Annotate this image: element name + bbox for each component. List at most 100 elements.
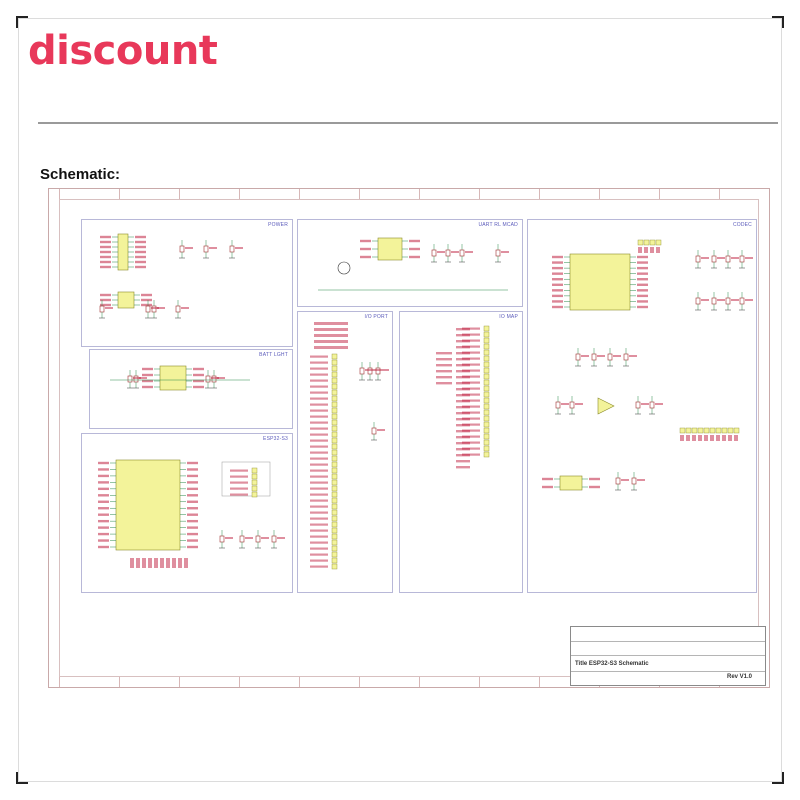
block-uart: UART RL MCAD	[297, 219, 523, 307]
net-label	[456, 394, 470, 397]
corner-mark-bottom-left	[16, 772, 28, 784]
ref-label	[365, 369, 373, 371]
passive-body	[739, 297, 745, 305]
header-pin	[331, 467, 338, 474]
net-label	[314, 334, 348, 337]
header-pin	[331, 545, 338, 552]
net-label	[462, 381, 480, 384]
passive-body	[179, 245, 185, 253]
net-label	[310, 553, 328, 556]
net-label	[637, 283, 648, 286]
ref-label	[641, 403, 649, 405]
passive-body	[219, 535, 225, 543]
net-label	[552, 283, 563, 286]
net-label	[692, 435, 696, 441]
header-pin	[331, 395, 338, 402]
passive-body	[495, 249, 501, 257]
net-label	[638, 247, 642, 253]
net-label	[456, 454, 470, 457]
net-label	[310, 451, 328, 454]
net-label	[310, 409, 328, 412]
net-label	[310, 487, 328, 490]
net-label	[456, 370, 470, 373]
net-label	[456, 412, 470, 415]
net-label	[310, 445, 328, 448]
transistor-symbol	[337, 261, 351, 275]
sheet-border	[59, 199, 759, 677]
net-label	[98, 487, 109, 491]
net-label	[98, 481, 109, 484]
net-label	[456, 436, 470, 439]
net-label	[409, 239, 420, 243]
header-pin	[483, 421, 490, 428]
net-label	[462, 429, 480, 432]
ref-label	[745, 299, 753, 301]
ref-label	[717, 299, 725, 301]
net-label	[310, 559, 328, 562]
header-pin	[483, 355, 490, 362]
net-label	[716, 435, 720, 441]
net-label	[456, 340, 470, 343]
corner-mark-top-left	[16, 16, 28, 28]
net-label	[310, 505, 328, 508]
net-label	[462, 447, 480, 450]
net-label	[436, 376, 452, 379]
net-label	[462, 375, 480, 378]
header-pin	[721, 427, 728, 434]
header-pin	[697, 427, 704, 434]
net-label	[456, 376, 470, 379]
net-label	[462, 441, 480, 444]
net-label	[187, 461, 198, 465]
header-pin	[483, 439, 490, 446]
header-pin	[331, 497, 338, 504]
net-label	[680, 435, 684, 441]
net-label	[310, 367, 328, 370]
passive-body	[695, 297, 701, 305]
net-label	[360, 239, 371, 243]
net-label	[187, 532, 198, 536]
net-label	[98, 539, 109, 542]
ref-label	[731, 257, 739, 259]
header-pin	[709, 427, 716, 434]
header-pin	[331, 419, 338, 426]
header-pin	[251, 479, 258, 486]
net-label	[193, 367, 204, 371]
block-title: I/O PORT	[364, 314, 388, 320]
net-label	[552, 255, 563, 259]
net-label	[230, 493, 248, 496]
header-pin	[483, 409, 490, 416]
net-label	[552, 294, 563, 298]
net-label	[166, 558, 170, 568]
ref-label	[209, 247, 217, 249]
ref-label	[637, 479, 645, 481]
block-batt-lght: BATT LGHT	[89, 349, 293, 429]
connector-frame	[221, 461, 271, 497]
net-label	[98, 500, 109, 503]
ref-label	[655, 403, 663, 405]
net-label	[456, 418, 470, 421]
block-title: POWER	[268, 222, 288, 228]
net-label	[310, 493, 328, 496]
net-label	[100, 240, 111, 244]
net-label	[310, 475, 328, 478]
net-label	[456, 466, 470, 469]
net-label	[637, 300, 648, 303]
net-label	[142, 379, 153, 383]
corner-mark-bottom-right	[772, 772, 784, 784]
net-label	[135, 265, 146, 269]
net-label	[230, 487, 248, 490]
net-label	[360, 247, 371, 251]
net-label	[310, 541, 328, 544]
net-label	[637, 305, 648, 309]
header-pin	[331, 479, 338, 486]
net-label	[310, 379, 328, 382]
block-batt-circuit	[110, 365, 250, 391]
net-label	[456, 460, 470, 463]
header-pin	[483, 415, 490, 422]
ref-label	[745, 257, 753, 259]
net-label	[142, 373, 153, 377]
net-label	[98, 474, 109, 478]
header-pin	[331, 353, 338, 360]
header-pin	[483, 331, 490, 338]
header-pin	[331, 491, 338, 498]
